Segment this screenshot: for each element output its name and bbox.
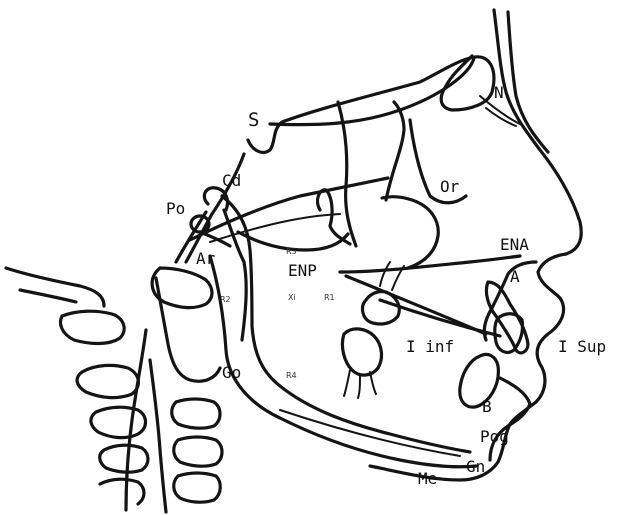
upper-molar <box>363 291 400 324</box>
c2-spinous <box>61 311 125 343</box>
lower-molar <box>342 329 381 375</box>
label-gn: Gn <box>466 457 485 476</box>
palatal-plane-line <box>340 256 520 272</box>
atlas-outline <box>6 268 104 306</box>
label-xi: Xi <box>288 293 296 302</box>
label-enp: ENP <box>288 261 317 280</box>
label-ena: ENA <box>500 235 529 254</box>
frankfort-plane-line <box>190 178 388 240</box>
label-or: Or <box>440 177 460 196</box>
lower-lip-outline <box>490 378 530 460</box>
ramus-posterior-border <box>224 210 246 340</box>
c4-body <box>174 437 222 466</box>
label-r2: R2 <box>220 295 231 304</box>
c6-spinous <box>100 479 144 504</box>
label-r3: R3 <box>286 247 297 256</box>
label-b: B <box>482 397 492 416</box>
c4-spinous <box>91 407 146 437</box>
label-po: Po <box>166 199 185 218</box>
c5-spinous <box>100 445 148 472</box>
label-n: N <box>494 83 504 102</box>
mandibular-plane-line <box>280 410 460 456</box>
upper-lip-outline <box>536 254 566 402</box>
label-ar: Ar <box>196 249 216 268</box>
label-a: A <box>510 267 520 286</box>
chin-profile <box>370 402 536 480</box>
forehead-outline <box>494 10 581 254</box>
label-r4: R4 <box>286 371 297 380</box>
maxillary-sinus-outline <box>382 197 438 268</box>
label-r1: R1 <box>324 293 335 302</box>
label-pog: Pog <box>480 427 509 446</box>
label-me: Me <box>418 469 437 488</box>
label-s: S <box>248 109 259 131</box>
pharynx-line <box>150 360 166 512</box>
label-i-inf: I inf <box>406 337 454 356</box>
label-go: Go <box>222 363 241 382</box>
label-i-sup: I Sup <box>558 337 606 356</box>
symphysis-outline <box>460 354 499 407</box>
mandible-inferior-border <box>210 256 476 467</box>
label-cd: Cd <box>222 171 241 190</box>
c3-vertebra <box>77 365 138 397</box>
c5-body <box>174 473 221 502</box>
cranial-base-outline <box>248 56 494 152</box>
c3-body <box>172 399 220 428</box>
